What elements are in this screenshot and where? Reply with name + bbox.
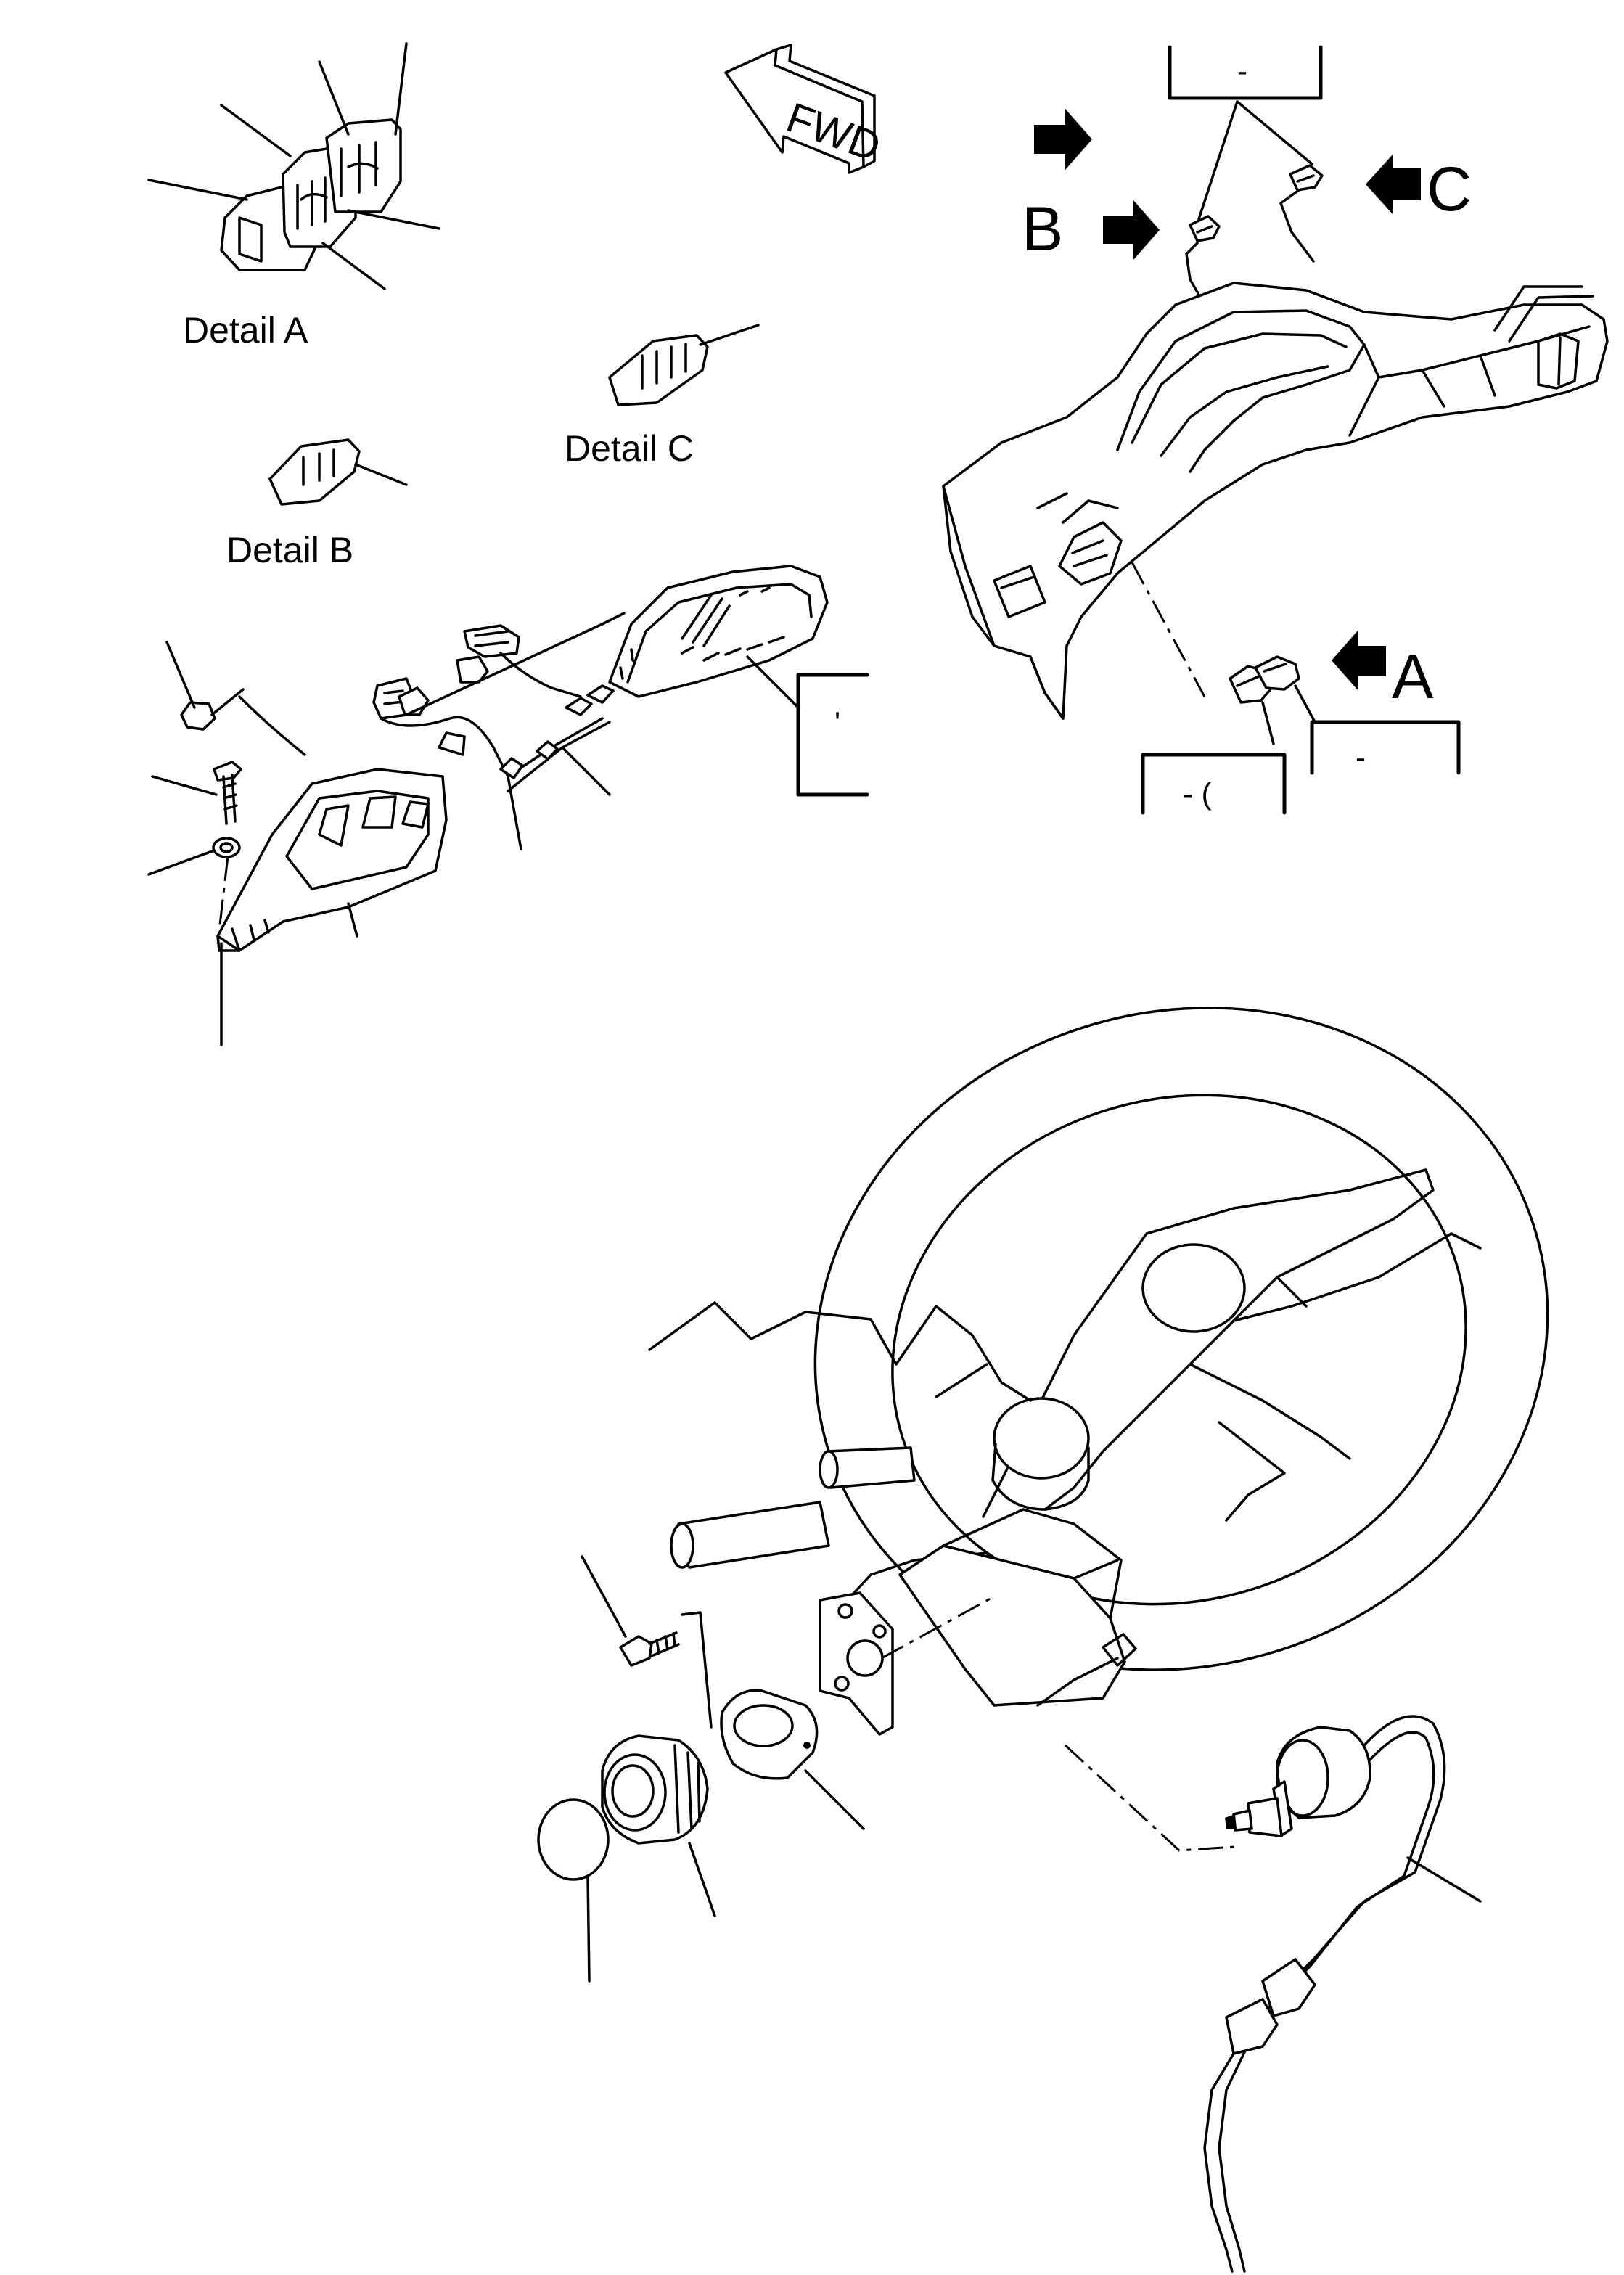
arrow-right-icon bbox=[1034, 109, 1092, 170]
detail-c-switch bbox=[608, 324, 760, 406]
detail-a-switch-assembly bbox=[147, 42, 440, 290]
view-c-arrow-icon bbox=[1366, 154, 1421, 215]
steering-wheel-assembly bbox=[537, 1007, 1549, 2273]
fwd-direction-sign: FWD bbox=[724, 44, 887, 174]
top-right-part-box-text: - bbox=[1237, 54, 1247, 88]
detail-a-label: Detail A bbox=[183, 310, 308, 351]
detail-b-label: Detail B bbox=[226, 530, 353, 570]
steering-column-cover-view: - bbox=[942, 45, 1609, 815]
view-b-arrow-icon bbox=[1103, 200, 1160, 260]
bottom-left-part-box-text: - ( bbox=[1183, 776, 1212, 811]
detail-b-switch bbox=[268, 438, 408, 506]
bottom-right-part-box-text: - bbox=[1356, 740, 1366, 774]
instrument-panel-exploded-view: ' bbox=[147, 565, 869, 1046]
cluster-part-box-text: ' bbox=[834, 705, 840, 739]
view-a-letter: A bbox=[1392, 642, 1434, 712]
view-c-letter: C bbox=[1427, 155, 1472, 224]
view-b-letter: B bbox=[1022, 194, 1063, 264]
view-a-arrow-icon bbox=[1332, 630, 1386, 691]
detail-c-label: Detail C bbox=[565, 428, 694, 469]
